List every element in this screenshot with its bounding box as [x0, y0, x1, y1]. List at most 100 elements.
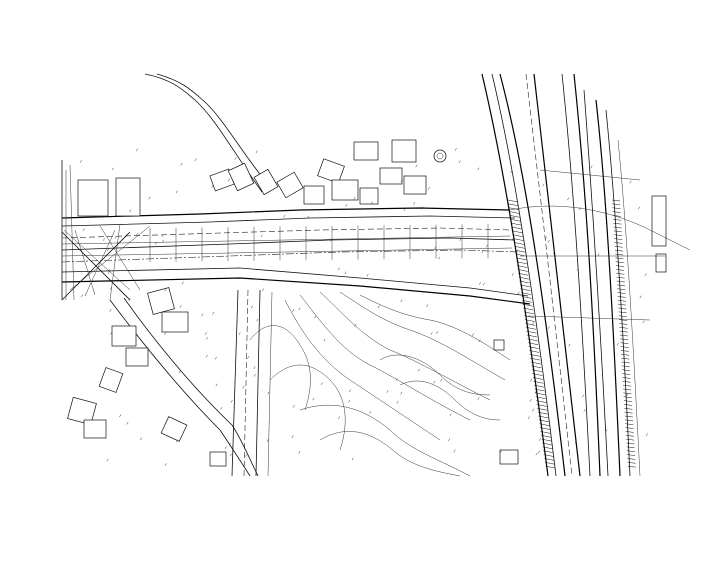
survey-tick: [448, 438, 451, 442]
hatch-stroke: [624, 419, 634, 422]
survey-marks: [80, 148, 648, 466]
hatch-stroke: [533, 381, 544, 384]
hatch-stroke: [539, 427, 551, 430]
hatch-stroke: [625, 423, 634, 425]
hatch-stroke: [625, 431, 634, 433]
access-road: [144, 73, 273, 193]
hatch-stroke: [624, 404, 633, 406]
hatch-stroke: [523, 311, 534, 315]
survey-tick: [129, 209, 132, 213]
survey-tick: [291, 435, 294, 439]
survey-tick: [312, 397, 315, 401]
survey-tick: [314, 315, 317, 319]
survey-tick: [403, 208, 406, 212]
hatch-stroke: [620, 350, 629, 352]
hatch-stroke: [542, 442, 553, 446]
survey-tick: [80, 159, 82, 163]
hatch-stroke: [622, 369, 631, 371]
hatch-stroke: [516, 261, 527, 264]
side-road-south: [231, 289, 273, 477]
hatch-stroke: [523, 307, 534, 311]
hatch-stroke: [530, 357, 541, 361]
survey-tick: [590, 165, 593, 169]
hatch-stroke: [508, 203, 519, 207]
hatch-stroke: [625, 435, 634, 437]
hatch-stroke: [522, 303, 533, 307]
embankment-hatching: [507, 199, 636, 469]
survey-tick: [320, 382, 323, 386]
survey-tick: [629, 180, 632, 184]
survey-tick: [538, 438, 541, 441]
hatch-stroke: [514, 246, 525, 249]
hatch-stroke: [518, 276, 529, 280]
hatch-stroke: [619, 327, 628, 329]
hatch-stroke: [613, 222, 622, 225]
hatch-stroke: [621, 365, 630, 368]
survey-tick: [430, 331, 433, 335]
hatch-stroke: [545, 465, 556, 469]
hatch-stroke: [532, 377, 544, 380]
hatch-stroke: [537, 411, 548, 415]
survey-tick: [485, 244, 488, 248]
survey-tick: [366, 273, 369, 277]
survey-tick: [479, 282, 481, 285]
hatch-stroke: [616, 276, 625, 279]
survey-tick: [214, 356, 217, 360]
survey-tick: [454, 148, 457, 151]
survey-tick: [426, 304, 429, 308]
hatch-stroke: [512, 230, 523, 234]
survey-tick: [644, 273, 647, 277]
survey-tick: [180, 162, 183, 166]
hatch-stroke: [624, 415, 633, 418]
hatch-stroke: [622, 381, 631, 383]
hatch-stroke: [535, 392, 546, 396]
survey-tick: [251, 305, 253, 309]
hatch-stroke: [528, 346, 539, 349]
survey-tick: [427, 187, 430, 190]
survey-tick: [82, 228, 85, 231]
hatch-stroke: [518, 273, 529, 276]
survey-tick: [164, 332, 167, 335]
survey-tick: [224, 446, 227, 449]
survey-tick: [348, 399, 351, 403]
survey-tick: [386, 390, 389, 393]
survey-tick: [348, 389, 351, 393]
hatch-stroke: [520, 288, 531, 291]
hatch-stroke: [611, 199, 621, 202]
survey-tick: [337, 267, 340, 271]
survey-tick: [194, 158, 197, 162]
hatch-stroke: [621, 357, 630, 360]
hatch-stroke: [517, 269, 528, 272]
hatch-stroke: [543, 454, 554, 457]
survey-tick: [178, 370, 181, 374]
buildings: [67, 139, 667, 467]
survey-tick: [227, 178, 230, 182]
hatch-stroke: [541, 435, 552, 438]
hatch-stroke: [616, 273, 625, 275]
hatch-stroke: [616, 269, 625, 271]
survey-tick: [583, 409, 586, 412]
hatch-stroke: [534, 384, 545, 388]
hatch-stroke: [624, 411, 633, 414]
survey-tick: [211, 185, 214, 188]
hatch-stroke: [519, 280, 530, 284]
survey-tick: [106, 248, 109, 252]
hatch-stroke: [619, 319, 628, 321]
hatch-stroke: [524, 315, 535, 318]
highway: [481, 73, 641, 477]
survey-tick: [517, 291, 520, 295]
hatch-stroke: [512, 234, 523, 237]
survey-tick: [292, 309, 295, 312]
survey-tick: [535, 452, 538, 456]
survey-tick: [114, 235, 117, 239]
survey-tick: [574, 440, 577, 443]
survey-tick: [181, 281, 184, 285]
hatch-stroke: [614, 238, 623, 240]
survey-tick: [283, 214, 286, 218]
hatch-stroke: [627, 465, 636, 468]
survey-tick: [415, 164, 418, 168]
hatch-stroke: [618, 307, 627, 310]
hatch-stroke: [627, 458, 636, 460]
survey-tick: [642, 320, 645, 324]
hatch-stroke: [623, 396, 632, 398]
